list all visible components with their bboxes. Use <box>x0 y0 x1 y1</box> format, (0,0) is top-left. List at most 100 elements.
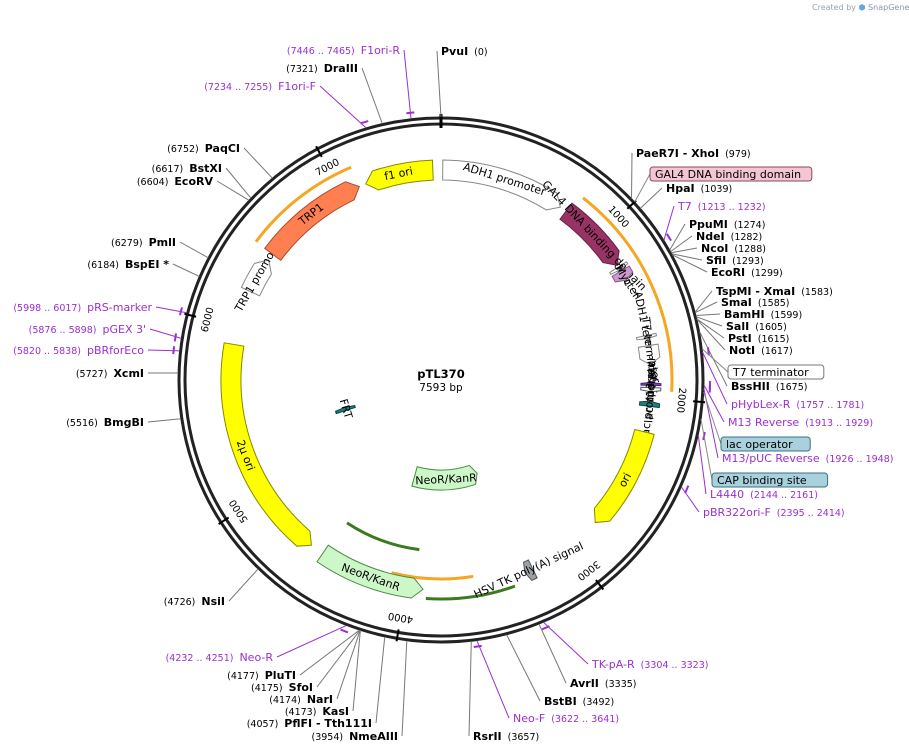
feature-arrow-lac-operator[interactable] <box>640 386 662 393</box>
primer-label-l4440[interactable]: L4440(2144 .. 2161) <box>710 488 818 501</box>
site-label-xcmi[interactable]: (5727)XcmI <box>76 367 144 380</box>
primer-label-pbr322ori-f[interactable]: pBR322ori-F(2395 .. 2414) <box>703 506 845 519</box>
feature-arrow-frt[interactable] <box>334 405 356 415</box>
primer-label-prs-marker[interactable]: (5998 .. 6017)pRS-marker <box>13 301 152 314</box>
site-label-nari[interactable]: (4174)NarI <box>269 693 333 706</box>
site-label-bsshii[interactable]: BssHII(1675) <box>731 380 807 393</box>
feature-arrow-ori[interactable] <box>593 428 655 524</box>
boxed-label-lac-operator[interactable]: lac operator <box>726 438 793 451</box>
boxed-label-cap-binding-site[interactable]: CAP binding site <box>717 474 807 487</box>
site-label-kasi[interactable]: (4173)KasI <box>285 705 349 718</box>
feature-arrow-m13-rev[interactable] <box>640 382 662 387</box>
site-label-bspei[interactable]: (6184)BspEI * <box>87 258 169 271</box>
sequence-arcs <box>254 165 674 601</box>
primer-label-m13-reverse[interactable]: M13 Reverse(1913 .. 1929) <box>728 416 873 429</box>
primer-position-l4440: (2144 .. 2161) <box>750 490 818 501</box>
site-label-draiii[interactable]: (7321)DraIII <box>286 62 358 75</box>
site-label-bstbi[interactable]: BstBI(3492) <box>544 695 614 708</box>
feature-arrow-2-ori[interactable] <box>220 342 312 547</box>
feature-arrow-t7-terminator[interactable] <box>637 343 661 366</box>
site-label-sali[interactable]: SalI(1605) <box>726 320 787 333</box>
site-label-bmgbi[interactable]: (5516)BmgBI <box>66 416 144 429</box>
primer-name-pbr322ori-f: pBR322ori-F <box>703 506 771 519</box>
primer-position-neo-r: (4232 .. 4251) <box>166 653 234 664</box>
site-name-ecorv: EcoRV <box>174 175 213 188</box>
feature-arrow-neor-kanr[interactable] <box>316 544 424 599</box>
site-name-nsii: NsiI <box>201 595 225 608</box>
feature-arrow-gal4-dna-binding-domain[interactable] <box>559 202 620 266</box>
site-label-rsrii[interactable]: RsrII(3657) <box>473 730 539 743</box>
site-name-ncoi: NcoI <box>701 242 728 255</box>
site-label-ndei[interactable]: NdeI(1282) <box>696 230 762 243</box>
site-name-ndei: NdeI <box>696 230 725 243</box>
feature-arrow-t7-promoter[interactable] <box>609 261 629 275</box>
primer-name-pgex-3: pGEX 3' <box>102 323 146 336</box>
site-label-ncoi[interactable]: NcoI(1288) <box>701 242 766 255</box>
site-name-xcmi: XcmI <box>113 367 144 380</box>
feature-arrow-adh1-terminator[interactable] <box>635 332 658 341</box>
primer-label-pbrforeco[interactable]: (5820 .. 5838)pBRforEco <box>13 344 144 357</box>
boxed-label-t7-terminator[interactable]: T7 terminator <box>732 366 809 379</box>
site-label-ecori[interactable]: EcoRI(1299) <box>711 266 783 279</box>
site-label-sfii[interactable]: SfiI(1293) <box>706 254 764 267</box>
primer-label-m13-puc-reverse[interactable]: M13/pUC Reverse(1926 .. 1948) <box>722 452 893 465</box>
site-label-pmli[interactable]: (6279)PmlI <box>111 236 176 249</box>
site-connector-nsii <box>228 568 259 602</box>
feature-arrow-lac-promoter[interactable] <box>638 400 661 409</box>
site-label-pluti[interactable]: (4177)PluTI <box>227 669 296 682</box>
primer-label-tk-pa-r[interactable]: TK-pA-R(3304 .. 3323) <box>591 658 708 671</box>
feature-arrow-neor-kanr[interactable] <box>411 464 478 491</box>
primer-label-phyblex-r[interactable]: pHybLex-R(1757 .. 1781) <box>731 398 864 411</box>
site-label-paer7i-xhoi[interactable]: PaeR7I - XhoI(979) <box>636 147 751 160</box>
boxed-connector-cap-binding-site <box>700 419 713 481</box>
feature-arrow-f1-ori[interactable] <box>365 159 434 191</box>
primer-label-f1ori-r[interactable]: (7446 .. 7465)F1ori-R <box>287 44 400 57</box>
site-label-smai[interactable]: SmaI(1585) <box>721 296 790 309</box>
boxed-label-gal4-dna-binding-domain[interactable]: GAL4 DNA binding domain <box>655 168 801 181</box>
primer-label-t7[interactable]: T7(1213 .. 1232) <box>677 200 766 213</box>
site-label-noti[interactable]: NotI(1617) <box>729 344 793 357</box>
site-label-tspmi-xmai[interactable]: TspMI - XmaI(1583) <box>716 285 833 298</box>
primer-mark-tk-pa-r <box>541 625 550 631</box>
primer-name-f1ori-r: F1ori-R <box>361 44 401 57</box>
primer-connector-t7 <box>663 205 675 241</box>
site-connector-paqci <box>243 147 273 179</box>
site-label-bstxi[interactable]: (6617)BstXI <box>152 162 222 175</box>
primer-position-phyblex-r: (1757 .. 1781) <box>796 400 864 411</box>
site-label-nsii[interactable]: (4726)NsiI <box>164 595 225 608</box>
site-label-sfoi[interactable]: (4175)SfoI <box>251 681 313 694</box>
site-label-hpai[interactable]: HpaI(1039) <box>666 182 732 195</box>
primer-label-neo-f[interactable]: Neo-F(3622 .. 3641) <box>513 712 619 725</box>
primer-mark-t7 <box>665 233 672 242</box>
site-label-avrii[interactable]: AvrII(3335) <box>570 677 637 690</box>
tick-mark-4000 <box>395 629 400 642</box>
feature-label-f1-ori: f1 ori <box>383 165 414 184</box>
site-label-pvui[interactable]: PvuI(0) <box>441 45 488 58</box>
site-label-nmeaiii[interactable]: (3954)NmeAIII <box>311 730 398 743</box>
primer-mark-neo-f <box>473 644 482 648</box>
feature-arrow-hsv-tk-poly-a-signal[interactable] <box>522 559 538 582</box>
feature-arrow-trp1-promoter[interactable] <box>240 259 272 297</box>
site-label-ppumi[interactable]: PpuMI(1274) <box>689 218 765 231</box>
feature-arrow-trp1[interactable] <box>264 181 360 262</box>
site-label-bamhi[interactable]: BamHI(1599) <box>724 308 802 321</box>
site-label-ecorv[interactable]: (6604)EcoRV <box>137 175 214 188</box>
site-label-psti[interactable]: PstI(1615) <box>728 332 789 345</box>
site-connector-rsrii <box>468 641 472 737</box>
site-position-pvui: (0) <box>474 47 487 58</box>
primer-label-neo-r[interactable]: (4232 .. 4251)Neo-R <box>166 651 274 664</box>
site-label-paqci[interactable]: (6752)PaqCI <box>167 142 240 155</box>
feature-arrow-adh1-promoter[interactable] <box>442 159 561 211</box>
tick-mark-5000 <box>218 516 230 525</box>
primer-connector-neo-f <box>476 640 510 719</box>
plasmid-name: pTL370 <box>417 367 464 381</box>
primer-label-pgex-3[interactable]: (5876 .. 5898)pGEX 3' <box>29 323 146 336</box>
primer-label-f1ori-f[interactable]: (7234 .. 7255)F1ori-F <box>204 80 316 93</box>
site-label-pflfi-tth111i[interactable]: (4057)PflFI - Tth111I <box>247 717 372 730</box>
primer-position-prs-marker: (5998 .. 6017) <box>13 303 81 314</box>
feature-arrow-myc[interactable] <box>611 265 634 283</box>
site-connector-ndei <box>670 235 693 253</box>
feature-label-ori: ori <box>616 471 634 490</box>
site-name-noti: NotI <box>729 344 755 357</box>
